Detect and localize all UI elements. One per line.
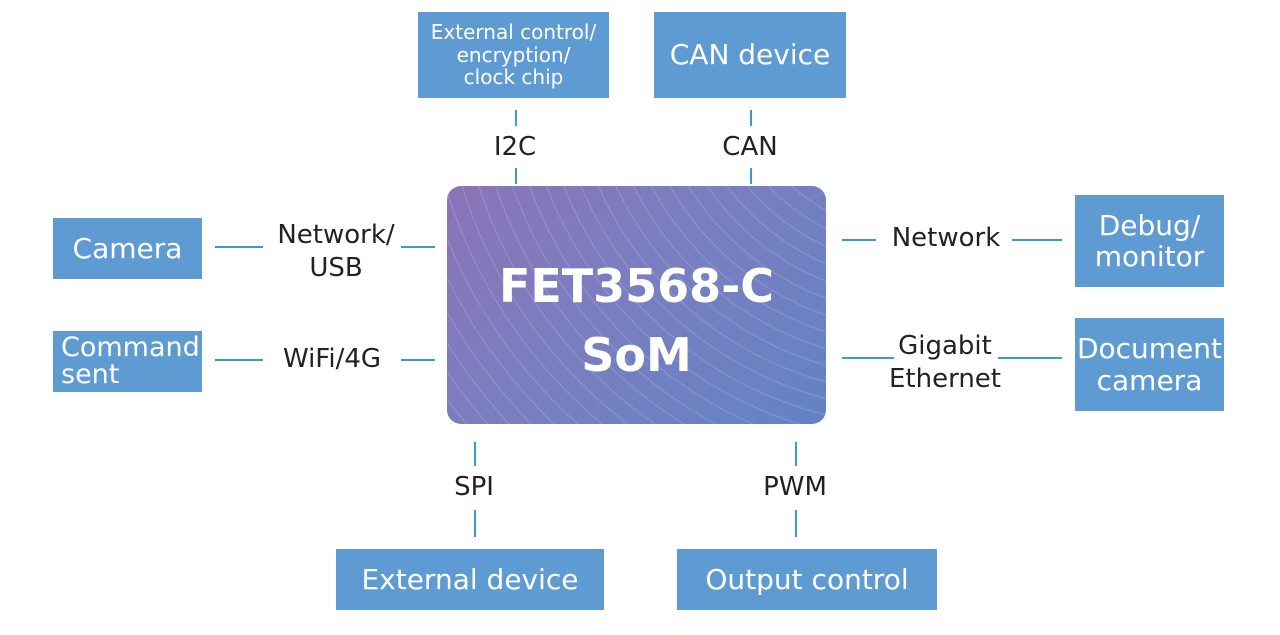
connector-pwm-bottom bbox=[795, 510, 797, 537]
som-title: FET3568-C SoM bbox=[447, 252, 826, 390]
debug-monitor-box: Debug/ monitor bbox=[1075, 195, 1224, 287]
document-camera-label: Document camera bbox=[1076, 332, 1223, 397]
connector-camera-left bbox=[215, 246, 263, 248]
external-device-label: External device bbox=[361, 562, 579, 596]
network-usb-label: Network/ USB bbox=[277, 220, 395, 283]
connector-spi-top bbox=[474, 442, 476, 466]
connector-network-left bbox=[842, 239, 876, 241]
connector-network-right bbox=[1012, 239, 1062, 241]
wifi-4g-label: WiFi/4G bbox=[282, 344, 382, 374]
connector-ethernet-right bbox=[998, 357, 1062, 359]
debug-monitor-label: Debug/ monitor bbox=[1094, 208, 1205, 273]
spi-label: SPI bbox=[454, 472, 494, 502]
camera-label: Camera bbox=[72, 231, 183, 265]
network-label: Network bbox=[891, 223, 1001, 253]
connector-i2c-bottom bbox=[515, 168, 517, 184]
connector-can-bottom bbox=[750, 168, 752, 184]
connector-i2c-top bbox=[515, 110, 517, 126]
som-title-line2: SoM bbox=[581, 328, 692, 382]
output-control-box: Output control bbox=[677, 549, 937, 610]
connector-spi-bottom bbox=[474, 510, 476, 537]
connector-ethernet-left bbox=[842, 357, 894, 359]
output-control-label: Output control bbox=[705, 562, 909, 596]
external-control-box: External control/ encryption/ clock chip bbox=[418, 12, 609, 98]
connector-can-top bbox=[750, 110, 752, 126]
connector-command-right bbox=[401, 359, 435, 361]
can-label: CAN bbox=[722, 132, 778, 162]
som-title-line1: FET3568-C bbox=[498, 259, 775, 313]
connector-command-left bbox=[215, 359, 263, 361]
command-sent-label: Command sent bbox=[61, 332, 200, 390]
can-device-label: CAN device bbox=[669, 38, 831, 72]
gigabit-ethernet-label: Gigabit Ethernet bbox=[889, 331, 1001, 394]
external-control-label: External control/ encryption/ clock chip bbox=[430, 20, 597, 90]
connector-camera-right bbox=[401, 246, 435, 248]
camera-box: Camera bbox=[53, 218, 202, 279]
pwm-label: PWM bbox=[763, 472, 827, 502]
document-camera-box: Document camera bbox=[1075, 318, 1224, 411]
can-device-box: CAN device bbox=[654, 12, 846, 98]
external-device-box: External device bbox=[336, 549, 604, 610]
som-block: FET3568-C SoM bbox=[447, 186, 826, 424]
i2c-label: I2C bbox=[493, 132, 537, 162]
command-sent-box: Command sent bbox=[53, 331, 202, 392]
connector-pwm-top bbox=[795, 442, 797, 466]
